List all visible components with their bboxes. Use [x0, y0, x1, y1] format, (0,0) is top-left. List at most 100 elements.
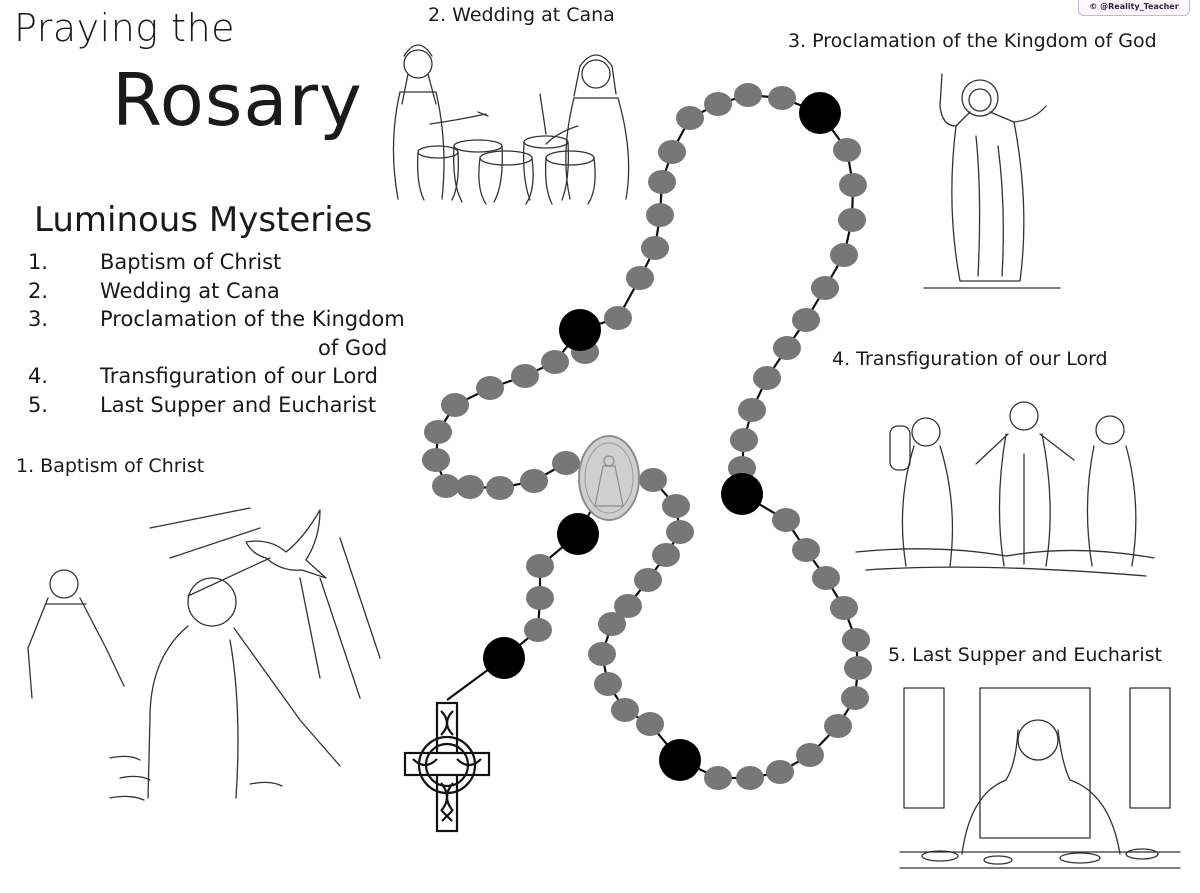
title-line-2: Rosary [112, 58, 363, 142]
rosary-bead [728, 456, 756, 480]
rosary-bead [611, 698, 639, 722]
rosary-bead [652, 543, 680, 567]
list-item-number: 1. [28, 250, 49, 274]
rosary-bead [734, 83, 762, 107]
list-item: 2. Wedding at Cana [28, 277, 405, 306]
rosary-bead [842, 628, 870, 652]
copyright-watermark: © @Reality_Teacher [1078, 0, 1190, 16]
caption-supper: 5. Last Supper and Eucharist [888, 644, 1162, 666]
proclamation-illustration [923, 73, 1061, 289]
dove-icon [245, 509, 327, 579]
rosary-bead [594, 672, 622, 696]
rosary-bead [634, 568, 662, 592]
rosary-bead [456, 475, 484, 499]
rosary-bead [666, 520, 694, 544]
rosary-bead [792, 538, 820, 562]
rosary-large-bead [721, 473, 763, 515]
rosary-large-bead [557, 513, 599, 555]
rosary-bead [486, 476, 514, 500]
baptism-illustration [27, 507, 381, 801]
rosary-bead [424, 420, 452, 444]
miraculous-medal-icon [578, 435, 640, 521]
list-item-text: Last Supper and Eucharist [100, 392, 377, 417]
rosary-bead [614, 594, 642, 618]
rosary-large-bead [483, 637, 525, 679]
rosary-bead [830, 596, 858, 620]
rosary-bead [598, 612, 626, 636]
list-item-text: Baptism of Christ [100, 250, 282, 274]
cana-illustration [392, 44, 630, 205]
rosary-bead [768, 86, 796, 110]
rosary-bead [422, 448, 450, 472]
section-heading: Luminous Mysteries [34, 200, 373, 240]
rosary-bead [552, 451, 580, 475]
rosary-bead [511, 364, 539, 388]
celtic-cross-icon [403, 701, 491, 833]
rosary-bead [838, 208, 866, 232]
rosary-bead [524, 618, 552, 642]
rosary-large-bead [659, 739, 701, 781]
rosary-bead [662, 494, 690, 518]
list-item: 1. Baptism of Christ [28, 248, 405, 277]
rosary-bead [639, 468, 667, 492]
rosary-bead [824, 714, 852, 738]
rosary-bead [646, 203, 674, 227]
rosary-bead [641, 236, 669, 260]
list-item-number: 5. [28, 392, 49, 417]
list-item-text: Transfiguration of our Lord [100, 364, 378, 388]
rosary-bead [648, 170, 676, 194]
rosary-bead [432, 474, 460, 498]
list-item-text: Proclamation of the Kingdom [100, 307, 405, 331]
rosary-bead [830, 243, 858, 267]
title-line-1: Praying the [14, 6, 236, 50]
rosary-bead [766, 760, 794, 784]
list-item-text: of God [318, 335, 388, 360]
caption-cana: 2. Wedding at Cana [428, 4, 615, 26]
rosary-bead [476, 376, 504, 400]
list-item-number: 4. [28, 364, 49, 388]
list-item-continuation: of God [28, 334, 405, 363]
rosary-large-bead [559, 309, 601, 351]
list-item: 3. Proclamation of the Kingdom [28, 305, 405, 334]
rosary-bead [658, 140, 686, 164]
rosary-bead [520, 469, 548, 493]
rosary-bead [773, 336, 801, 360]
rosary-bead [676, 106, 704, 130]
rosary-bead [839, 173, 867, 197]
rosary-bead [526, 554, 554, 578]
list-item: 4. Transfiguration of our Lord [28, 362, 405, 391]
caption-transfiguration: 4. Transfiguration of our Lord [832, 348, 1108, 370]
rosary-bead [753, 366, 781, 390]
rosary-bead [704, 766, 732, 790]
rosary-bead [704, 92, 732, 116]
rosary-bead [792, 308, 820, 332]
rosary-bead [738, 398, 766, 422]
list-item-number: 2. [28, 278, 49, 303]
rosary-bead [541, 350, 569, 374]
rosary-bead [736, 766, 764, 790]
caption-baptism: 1. Baptism of Christ [16, 455, 205, 477]
rosary-bead [441, 393, 469, 417]
caption-proclamation: 3. Proclamation of the Kingdom of God [788, 30, 1157, 52]
list-item-text: Wedding at Cana [100, 278, 280, 303]
rosary-bead [841, 686, 869, 710]
rosary-bead [526, 586, 554, 610]
rosary-bead [796, 743, 824, 767]
rosary-bead [811, 276, 839, 300]
transfiguration-illustration [855, 401, 1155, 577]
rosary-bead [844, 656, 872, 680]
rosary-large-bead [799, 92, 841, 134]
list-item-number: 3. [28, 307, 49, 331]
mystery-list: 1. Baptism of Christ 2. Wedding at Cana … [28, 248, 405, 419]
rosary-bead [772, 508, 800, 532]
rosary-bead [730, 428, 758, 452]
list-item: 5. Last Supper and Eucharist [28, 391, 405, 420]
rosary-bead [626, 266, 654, 290]
rosary-bead [833, 138, 861, 162]
rosary-bead [812, 566, 840, 590]
supper-illustration [899, 687, 1181, 869]
rosary-bead [636, 712, 664, 736]
rosary-bead [588, 642, 616, 666]
rosary-bead [604, 306, 632, 330]
